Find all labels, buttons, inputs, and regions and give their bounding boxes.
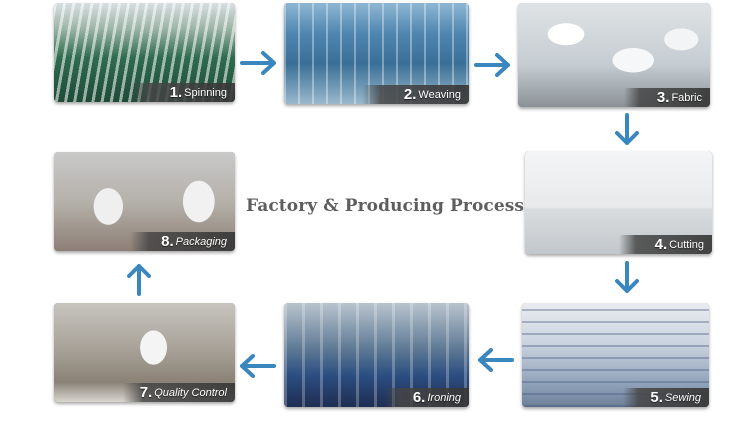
step-caption: 5. Sewing — [622, 388, 709, 407]
step-sewing: 5. Sewing — [522, 303, 709, 407]
arrow-right-icon — [474, 53, 510, 77]
step-label: Packaging — [175, 235, 227, 248]
step-number: 3. — [656, 89, 670, 106]
arrow-left-icon — [476, 348, 514, 372]
step-label: Spinning — [184, 86, 227, 99]
step-fabric: 3. Fabric — [518, 3, 710, 107]
step-caption: 7. Quality Control — [122, 383, 235, 402]
step-label: Sewing — [664, 391, 701, 404]
arrow-up-icon — [127, 262, 151, 296]
arrow-left-icon — [240, 354, 276, 378]
step-label: Quality Control — [154, 386, 227, 399]
arrow-down-icon — [615, 113, 639, 147]
step-caption: 2. Weaving — [361, 85, 469, 104]
step-number: 1. — [169, 84, 183, 101]
step-caption: 8. Packaging — [130, 232, 235, 251]
step-label: Cutting — [669, 238, 704, 251]
step-number: 8. — [161, 233, 174, 250]
step-cutting: 4. Cutting — [525, 151, 712, 254]
step-packaging: 8. Packaging — [54, 152, 235, 251]
step-label: Weaving — [418, 88, 461, 101]
arrow-down-icon — [615, 113, 639, 145]
step-spinning: 1. Spinning — [54, 3, 235, 102]
arrow-left-icon — [238, 354, 276, 378]
arrow-up-icon — [127, 264, 151, 296]
arrow-right-icon — [474, 53, 512, 77]
step-number: 7. — [139, 384, 153, 401]
step-number: 6. — [412, 389, 426, 406]
diagram-title: Factory & Producing Process — [246, 196, 525, 216]
step-label: Ironing — [427, 391, 461, 404]
step-quality-control: 7. Quality Control — [54, 303, 235, 402]
step-weaving: 2. Weaving — [284, 3, 469, 104]
step-number: 4. — [654, 236, 668, 253]
step-number: 5. — [650, 389, 663, 406]
step-ironing: 6. Ironing — [284, 303, 469, 407]
step-caption: 1. Spinning — [130, 83, 235, 102]
step-caption: 3. Fabric — [623, 88, 710, 107]
arrow-right-icon — [240, 51, 276, 75]
arrow-right-icon — [240, 51, 278, 75]
arrow-down-icon — [615, 261, 639, 293]
arrow-down-icon — [615, 261, 639, 295]
arrow-left-icon — [478, 348, 514, 372]
step-caption: 6. Ironing — [383, 388, 469, 407]
step-label: Fabric — [671, 91, 702, 104]
step-caption: 4. Cutting — [618, 235, 712, 254]
step-number: 2. — [403, 86, 417, 103]
